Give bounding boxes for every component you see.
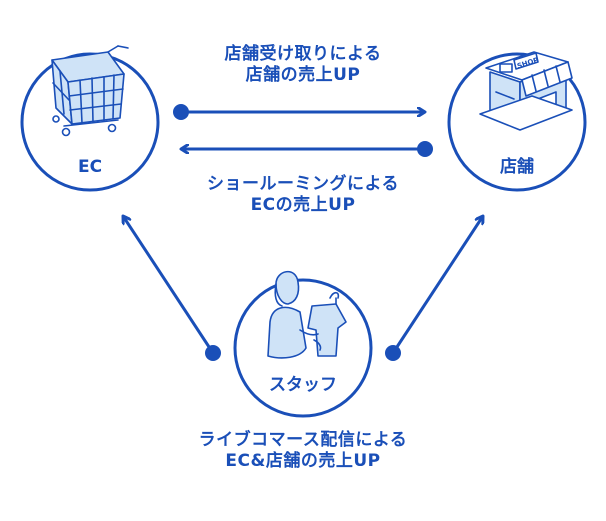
node-label-ec: EC <box>78 157 102 177</box>
shopping-cart-icon <box>51 45 129 137</box>
arrow-staff-to-ec <box>123 216 221 361</box>
staff-with-clothing-icon <box>267 270 347 359</box>
node-label-staff: スタッフ <box>269 375 337 395</box>
storefront-icon <box>479 51 573 131</box>
caption-top: 店舗受け取りによる 店舗の売上UP <box>153 44 453 87</box>
caption-bottom: ライブコマース配信による EC&店舗の売上UP <box>128 430 478 473</box>
arrow-ec-to-store <box>173 104 425 120</box>
caption-middle-line2: ECの売上UP <box>250 195 356 216</box>
caption-top-line2: 店舗の売上UP <box>245 65 361 86</box>
caption-bottom-line2: EC&店舗の売上UP <box>225 451 381 472</box>
node-label-store: 店舗 <box>500 156 534 177</box>
caption-bottom-line1: ライブコマース配信による <box>198 430 408 450</box>
arrow-staff-to-store <box>385 216 483 361</box>
caption-top-line1: 店舗受け取りによる <box>224 44 382 64</box>
arrow-store-to-ec <box>181 141 433 157</box>
caption-middle: ショールーミングによる ECの売上UP <box>153 174 453 217</box>
caption-middle-line1: ショールーミングによる <box>207 174 399 194</box>
